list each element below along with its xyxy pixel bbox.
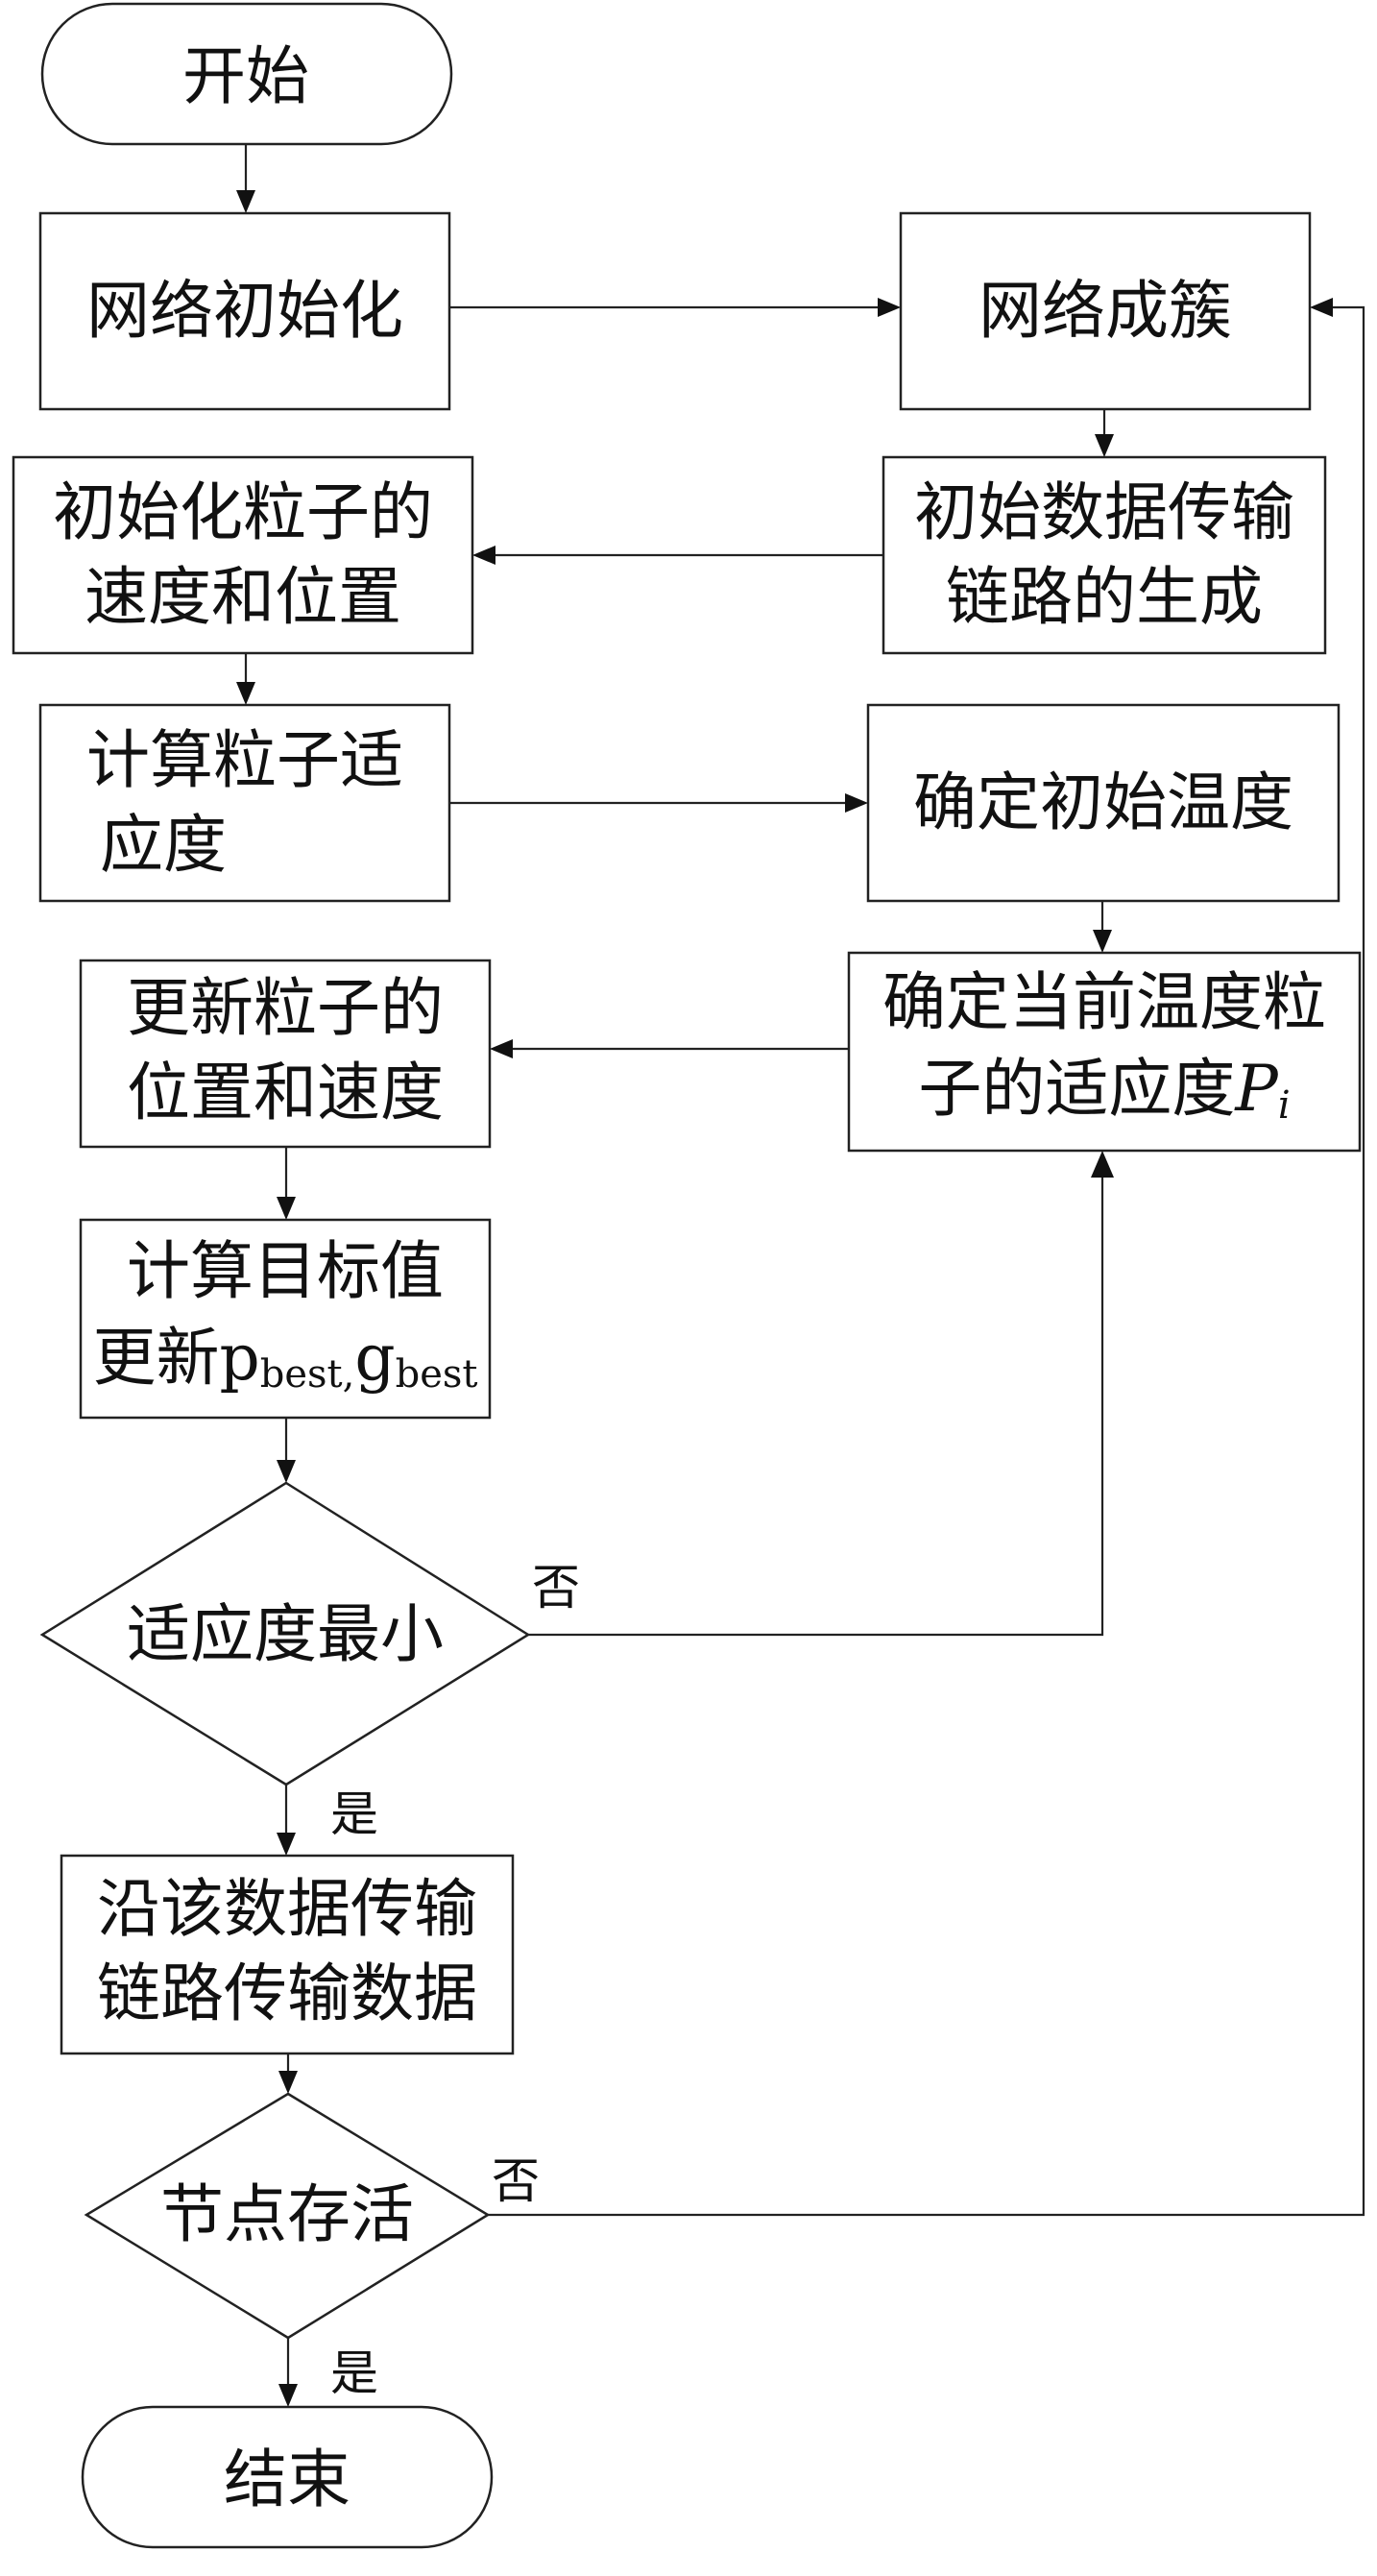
cur-temp-text: 子的适应度 <box>918 1052 1235 1126</box>
calc-fitness-label-2: 应度 <box>100 808 227 882</box>
p-best-sub: best, <box>260 1352 355 1397</box>
calc-fitness-label-1: 计算粒子适 <box>86 723 403 797</box>
init-link-label-2: 链路的生成 <box>946 560 1263 634</box>
arrowhead <box>236 682 255 705</box>
g-letter: g <box>354 1321 395 1395</box>
clustering-box <box>899 211 1312 411</box>
connector-decision-no-loop <box>528 1178 1104 1637</box>
cur-temp-sub: i <box>1278 1083 1291 1128</box>
init-particle-box <box>12 455 474 655</box>
transmit-label-2: 链路传输数据 <box>97 1956 477 2030</box>
cur-temp-box <box>847 951 1362 1153</box>
cur-temp-label-2: 子的适应度Pi <box>918 1052 1290 1128</box>
arrowhead <box>277 1460 296 1483</box>
calc-target-box <box>79 1218 492 1420</box>
init-particle-label-1: 初始化粒子的 <box>53 475 433 549</box>
arrowhead <box>278 2384 298 2407</box>
cur-temp-var: P <box>1234 1052 1279 1126</box>
net-init-box <box>38 211 451 411</box>
update-particle-label-1: 更新粒子的 <box>127 971 444 1045</box>
calc-target-prefix: 更新 <box>93 1321 220 1395</box>
arrowhead <box>845 793 868 813</box>
end-label: 结束 <box>224 2442 350 2516</box>
clustering-label: 网络成簇 <box>978 274 1232 348</box>
connector-alive-no-loop <box>488 305 1365 2217</box>
calc-fitness-box <box>38 703 451 903</box>
end-terminal <box>81 2405 494 2549</box>
node-alive-label: 节点存活 <box>160 2177 414 2251</box>
update-particle-label-2: 位置和速度 <box>127 1056 444 1130</box>
arrowhead <box>472 546 495 565</box>
p-letter: p <box>220 1321 260 1395</box>
start-label: 开始 <box>182 39 309 113</box>
min-fitness-label: 适应度最小 <box>127 1597 444 1671</box>
init-link-label-1: 初始数据传输 <box>914 475 1294 549</box>
cur-temp-label-1: 确定当前温度粒 <box>882 965 1326 1039</box>
init-temp-label: 确定初始温度 <box>913 766 1293 839</box>
net-init-label: 网络初始化 <box>86 274 403 348</box>
init-particle-label-2: 速度和位置 <box>85 560 401 634</box>
branch-no-label: 否 <box>532 1560 580 1616</box>
arrowhead <box>490 1039 513 1058</box>
update-particle-box <box>79 959 492 1149</box>
arrowhead <box>1310 298 1333 317</box>
arrowhead <box>1091 1151 1114 1178</box>
transmit-box <box>60 1854 515 2055</box>
arrowhead <box>277 1833 296 1856</box>
init-link-box <box>882 455 1327 655</box>
arrowhead <box>1093 930 1112 953</box>
branch-yes-label: 是 <box>330 2345 378 2401</box>
arrowhead <box>878 298 901 317</box>
arrowhead <box>277 1197 296 1220</box>
branch-no-label: 否 <box>492 2153 540 2209</box>
transmit-label-1: 沿该数据传输 <box>97 1872 477 1946</box>
arrowhead <box>236 190 255 213</box>
g-best-sub: best <box>396 1352 478 1397</box>
arrowhead <box>1095 434 1114 457</box>
arrowhead <box>278 2071 298 2094</box>
calc-target-label-1: 计算目标值 <box>127 1234 444 1308</box>
calc-target-label-2: 更新pbest,gbest <box>93 1321 478 1397</box>
branch-yes-label: 是 <box>330 1786 378 1842</box>
